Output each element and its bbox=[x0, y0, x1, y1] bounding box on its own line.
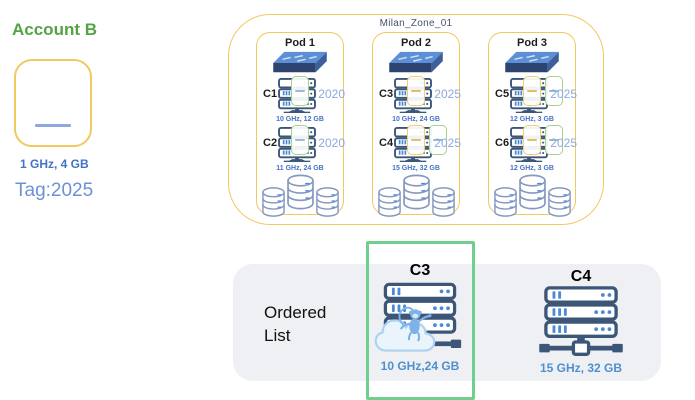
ordered-list-label: Ordered List bbox=[264, 303, 327, 345]
server-row: C4 2025 bbox=[373, 124, 461, 164]
vm-overlay-green bbox=[545, 76, 563, 106]
account-vm-box bbox=[14, 59, 92, 147]
server-tag-year: 2020 bbox=[318, 87, 345, 101]
storage-row bbox=[377, 175, 456, 217]
server-icon bbox=[391, 124, 447, 164]
server-row: C2 2020 bbox=[257, 124, 345, 164]
server-label: C6 bbox=[495, 137, 510, 149]
vm-overlay-yellow bbox=[407, 125, 425, 155]
server-tag-year: 2025 bbox=[434, 87, 461, 101]
server-spec: 15 GHz, 32 GB bbox=[392, 165, 440, 172]
database-icon bbox=[431, 187, 456, 217]
server-spec: 11 GHz, 24 GB bbox=[276, 165, 324, 172]
vm-overlay-green bbox=[291, 125, 309, 155]
server-spec: 10 GHz, 12 GB bbox=[276, 116, 324, 123]
account-tag: Tag:2025 bbox=[15, 180, 94, 201]
server-icon bbox=[507, 75, 563, 115]
server-icon bbox=[275, 75, 321, 115]
server-spec: 12 GHz, 3 GB bbox=[510, 116, 554, 123]
server-icon bbox=[275, 124, 321, 164]
server-icon-large bbox=[537, 286, 625, 360]
ordered-item-spec: 15 GHz, 32 GB bbox=[539, 361, 623, 375]
pod-title: Pod 3 bbox=[517, 37, 547, 49]
zone-box: Milan_Zone_01 Pod 1 C1 2020 10 GHz, 12 G… bbox=[228, 14, 604, 225]
server-row: C6 2025 bbox=[489, 124, 577, 164]
server-spec: 12 GHz, 3 GB bbox=[510, 165, 554, 172]
server-row: C5 2025 bbox=[489, 75, 577, 115]
server-tag-year: 2025 bbox=[550, 136, 577, 150]
vm-overlay-green bbox=[291, 76, 309, 106]
server-row: C3 2025 bbox=[373, 75, 461, 115]
pods-row: Pod 1 C1 2020 10 GHz, 12 GB C2 2020 bbox=[229, 15, 603, 224]
server-label: C4 bbox=[379, 137, 394, 149]
vm-overlay-yellow bbox=[407, 76, 425, 106]
pod-1: Pod 1 C1 2020 10 GHz, 12 GB C2 2020 bbox=[256, 32, 345, 217]
cloud-monkey-icon bbox=[374, 302, 436, 356]
switch-icon bbox=[504, 51, 560, 75]
server-label: C2 bbox=[263, 137, 278, 149]
server-label: C3 bbox=[379, 88, 394, 100]
rack-icon bbox=[537, 286, 625, 360]
vm-dash-icon bbox=[35, 124, 71, 127]
switch-icon bbox=[388, 51, 444, 75]
zone-label: Milan_Zone_01 bbox=[379, 18, 453, 29]
vm-overlay-yellow bbox=[523, 76, 541, 106]
server-icon bbox=[507, 124, 563, 164]
server-tag-year: 2025 bbox=[550, 87, 577, 101]
vm-overlay-green bbox=[429, 125, 447, 155]
database-icon bbox=[403, 174, 430, 210]
database-icon bbox=[547, 187, 572, 217]
pod-title: Pod 2 bbox=[401, 37, 431, 49]
pod-title: Pod 1 bbox=[285, 37, 315, 49]
server-label: C1 bbox=[263, 88, 278, 100]
pod-3: Pod 3 C5 2025 12 GHz, 3 GB C6 2025 bbox=[488, 32, 577, 217]
ordered-item-c4: C4 15 GHz, 32 GB bbox=[528, 267, 634, 375]
account-spec: 1 GHz, 4 GB bbox=[20, 157, 89, 171]
ordered-item-label: C3 bbox=[409, 262, 431, 279]
ordered-item-spec: 10 GHz,24 GB bbox=[380, 359, 460, 373]
ordered-item-label: C4 bbox=[570, 268, 592, 285]
server-tag-year: 2020 bbox=[318, 136, 345, 150]
database-icon bbox=[519, 174, 546, 210]
account-title: Account B bbox=[12, 20, 97, 39]
database-icon bbox=[377, 187, 402, 217]
server-label: C5 bbox=[495, 88, 510, 100]
database-icon bbox=[315, 187, 340, 217]
storage-row bbox=[261, 175, 340, 217]
pod-2: Pod 2 C3 2025 10 GHz, 24 GB C4 2025 bbox=[372, 32, 461, 217]
vm-overlay-yellow bbox=[523, 125, 541, 155]
server-icon-large bbox=[377, 280, 463, 358]
ordered-item-c3: C3 10 GHz,24 GB bbox=[373, 261, 467, 373]
storage-row bbox=[493, 175, 572, 217]
vm-overlay-green bbox=[545, 125, 563, 155]
database-icon bbox=[493, 187, 518, 217]
database-icon bbox=[261, 187, 286, 217]
switch-icon bbox=[272, 51, 328, 75]
server-tag-year: 2025 bbox=[434, 136, 461, 150]
server-row: C1 2020 bbox=[257, 75, 345, 115]
server-spec: 10 GHz, 24 GB bbox=[392, 116, 440, 123]
database-icon bbox=[287, 174, 314, 210]
server-icon bbox=[391, 75, 437, 115]
